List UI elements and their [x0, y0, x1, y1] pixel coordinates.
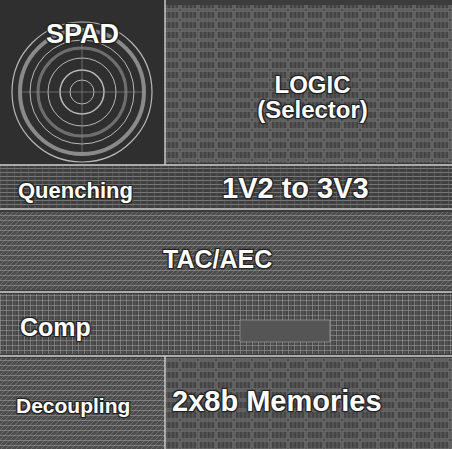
- block-label: Comp: [20, 314, 91, 340]
- memory-block: [165, 358, 452, 449]
- logic-block: [165, 5, 452, 163]
- spad-cell: [0, 0, 165, 165]
- block-label: Quenching: [18, 179, 133, 202]
- block-label: TAC/AEC: [163, 246, 272, 272]
- comparator-core: [240, 320, 330, 342]
- tac-band: [0, 212, 452, 290]
- comparator-band: [0, 294, 452, 354]
- decoupling-block: [0, 358, 165, 449]
- block-label: 2x8b Memories: [172, 386, 382, 416]
- block-label: LOGIC (Selector): [235, 72, 390, 122]
- level-shifter-band: [0, 166, 452, 208]
- block-label: Decoupling: [16, 395, 130, 417]
- block-label: 1V2 to 3V3: [222, 173, 369, 203]
- block-label: SPAD: [46, 20, 119, 48]
